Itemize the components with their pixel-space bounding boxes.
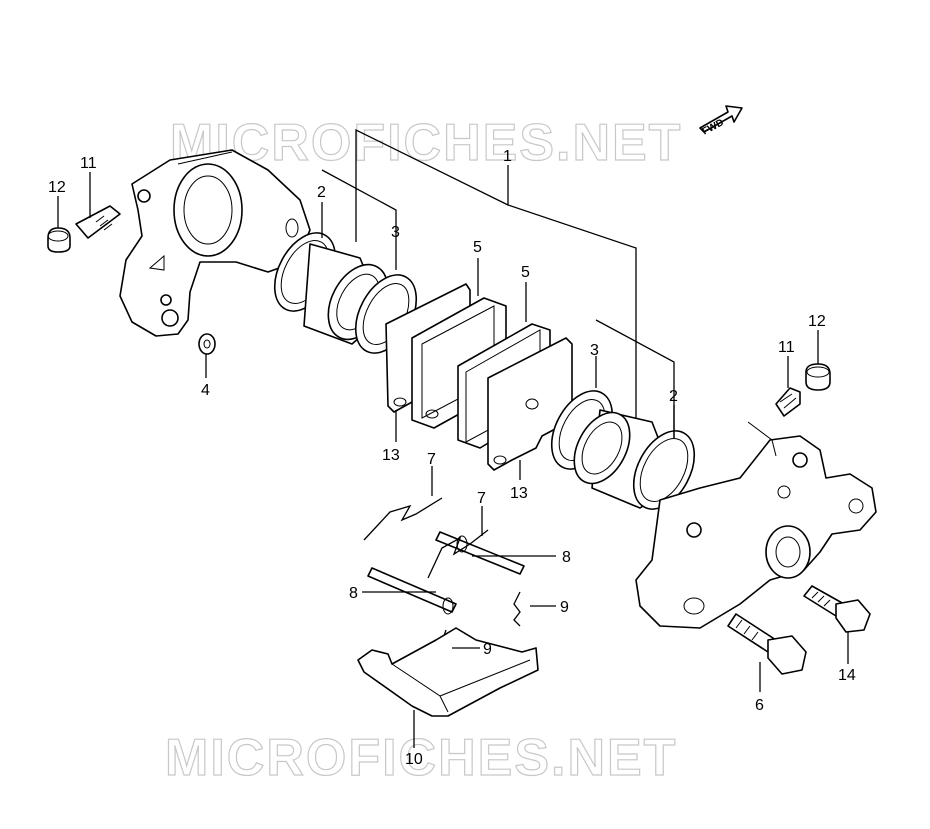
callout-3-left: 3 <box>391 224 400 241</box>
callout-11-right: 11 <box>778 339 795 356</box>
forward-arrow-icon: FWD <box>699 105 743 138</box>
callout-11-left: 11 <box>80 155 97 172</box>
right-bleeder-cap <box>805 363 831 391</box>
callout-9-left: 9 <box>483 641 492 658</box>
callout-12-right: 12 <box>808 313 826 330</box>
callout-5-right: 5 <box>521 264 530 281</box>
pad-cover-10 <box>357 627 539 717</box>
callout-5-left: 5 <box>473 239 482 256</box>
callout-6: 6 <box>755 697 764 714</box>
mounting-bolt-14 <box>803 585 871 633</box>
forward-arrow-label: FWD <box>700 117 725 137</box>
callout-13-left: 13 <box>382 447 400 464</box>
left-caliper-body <box>119 149 311 337</box>
right-pad-shim-13 <box>487 337 573 471</box>
callout-3-right: 3 <box>590 342 599 359</box>
callout-2-right: 2 <box>669 388 678 405</box>
callout-2-left: 2 <box>317 184 326 201</box>
callout-8-left: 8 <box>349 585 358 602</box>
clip-part-9-upper <box>513 591 521 627</box>
right-bleeder-screw <box>775 387 801 417</box>
pad-retaining-pin-lower <box>367 567 457 615</box>
left-bleeder-screw <box>75 205 121 239</box>
leader-lines <box>57 169 849 748</box>
callout-4: 4 <box>201 382 210 399</box>
callout-12-left: 12 <box>48 179 66 196</box>
callout-7-upper: 7 <box>427 451 436 468</box>
assembly-bracket-1 <box>355 128 637 418</box>
callout-14: 14 <box>838 667 856 684</box>
callout-13-right: 13 <box>510 485 528 502</box>
pad-retaining-pin-upper <box>435 531 525 575</box>
washer-part-4 <box>198 333 216 355</box>
right-piston-seal-2 <box>632 430 696 510</box>
pad-spring-lower-7 <box>427 529 489 579</box>
callout-7-lower: 7 <box>477 490 486 507</box>
callout-10: 10 <box>405 751 423 768</box>
watermark-bottom: MICROFICHES.NET <box>165 729 677 787</box>
callout-8-right: 8 <box>562 549 571 566</box>
pad-spring-upper-7 <box>363 497 443 541</box>
right-caliper-body <box>635 421 877 629</box>
callout-9-right: 9 <box>560 599 569 616</box>
callout-1: 1 <box>503 148 512 165</box>
left-bleeder-cap <box>47 227 71 253</box>
callout-labels: 1 2 2 3 3 4 5 5 6 7 7 8 8 9 9 10 11 11 1… <box>48 148 856 768</box>
mounting-bolt-6 <box>727 613 807 675</box>
